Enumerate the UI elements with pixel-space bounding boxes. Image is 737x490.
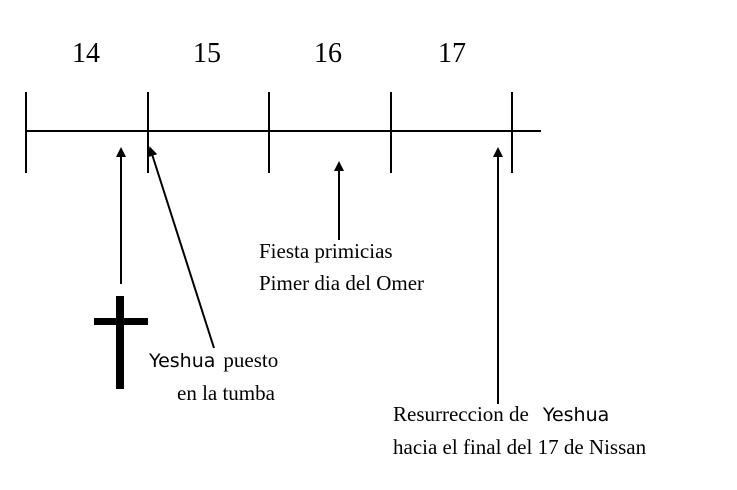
day-label-16: 16 [314, 38, 342, 69]
cross-icon [94, 296, 148, 389]
burial-arrow [147, 146, 215, 349]
resurrection-name: Yeshua [542, 404, 610, 426]
burial-label-line2: en la tumba [177, 381, 275, 405]
burial-label-line1: Yeshua puesto [149, 350, 278, 371]
resurrection-label-line1: Resurreccion de Yeshua [393, 404, 609, 425]
resurrection-text: Resurreccion de [393, 402, 529, 426]
burial-name: Yeshua [149, 350, 216, 372]
day-label-15: 15 [193, 38, 221, 69]
day-label-14: 14 [72, 38, 100, 69]
firstfruits-label-line2: Pimer dia del Omer [259, 271, 425, 295]
burial-text: puesto [223, 348, 279, 372]
day-label-17: 17 [438, 38, 466, 69]
firstfruits-label-line1: Fiesta primicias [259, 239, 393, 263]
resurrection-label-line2: hacia el final del 17 de Nissan [393, 435, 647, 459]
